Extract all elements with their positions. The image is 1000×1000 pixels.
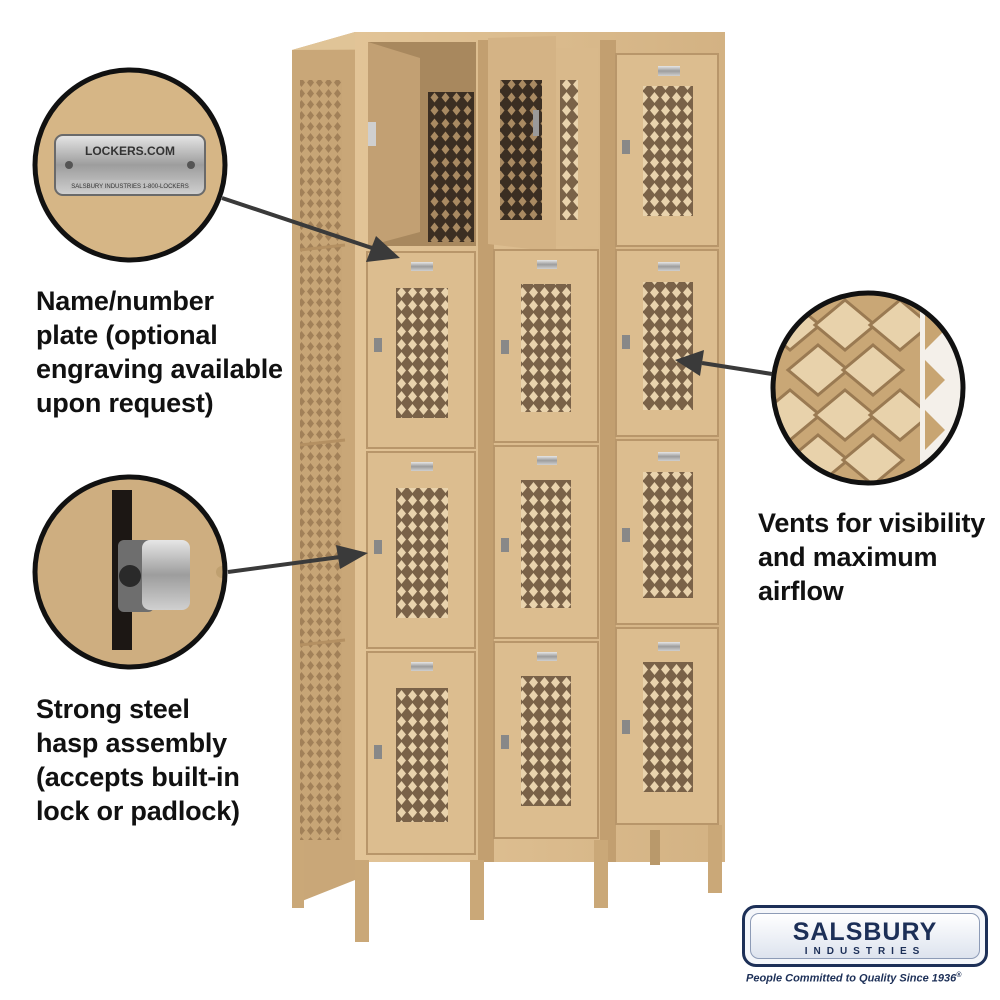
salsbury-logo: SALSBURY INDUSTRIES [742,905,988,967]
vent-zoom [770,290,966,486]
locker-door [366,651,476,855]
locker-door [366,451,476,649]
callout-line: hasp assembly [36,728,228,758]
locker-door [366,251,476,449]
brand-tagline: People Committed to Quality Since 1936® [746,972,996,985]
plate-text-line2: SALSBURY INDUSTRIES 1-800-LOCKERS [71,184,189,190]
name-plate-callout: Name/number plate (optional engraving av… [36,284,283,420]
callout-line: and maximum [758,542,938,572]
arrow [221,196,773,574]
callout-line: Name/number [36,286,214,316]
name-plate-zoom: LOCKERS.COM SALSBURY INDUSTRIES 1-800-LO… [32,67,228,263]
locker-door [493,445,599,639]
callout-line: Strong steel [36,694,190,724]
vents-callout: Vents for visibility and maximum airflow [758,506,985,608]
locker-door [493,641,599,839]
locker-door [615,627,719,825]
tagline-text: People Committed to Quality Since 1936 [746,972,957,985]
locker-door [615,53,719,247]
callout-line: Vents for visibility [758,508,986,538]
callout-line: plate (optional [36,320,218,350]
callout-line: airflow [758,576,844,606]
locker-unit [292,32,725,942]
hasp-callout: Strong steel hasp assembly (accepts buil… [36,692,240,828]
callout-line: (accepts built-in [36,762,240,792]
locker-door [615,439,719,625]
trademark-mark: ® [956,972,962,979]
callout-line: engraving available [36,354,283,384]
logo-sub: INDUSTRIES [804,946,926,957]
plate-text-line1: LOCKERS.COM [85,144,175,158]
locker-door [493,249,599,443]
hasp-zoom [32,474,228,670]
locker-door [615,249,719,437]
logo-name: SALSBURY [792,918,938,946]
callout-line: upon request) [36,388,214,418]
callout-line: lock or padlock) [36,796,240,826]
